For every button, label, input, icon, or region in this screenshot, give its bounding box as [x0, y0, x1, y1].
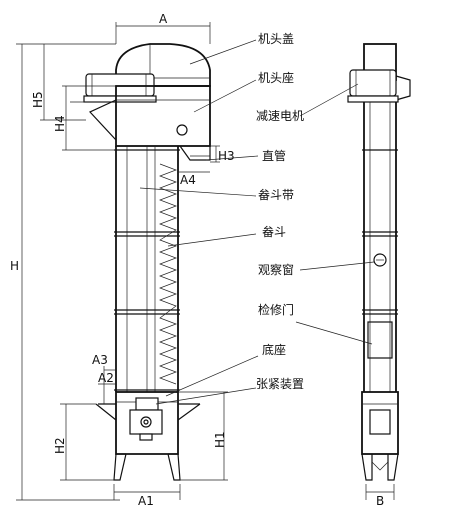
dim-A: A — [159, 12, 168, 26]
label-reducer-motor: 减速电机 — [256, 109, 304, 123]
dim-H: H — [10, 259, 19, 273]
dim-A4: A4 — [180, 173, 196, 187]
side-view: B — [347, 43, 411, 508]
dim-H2: H2 — [53, 437, 67, 454]
dim-A2: A2 — [98, 371, 114, 385]
head-cover — [115, 43, 211, 87]
labels: 机头盖 机头座 减速电机 直管 畚斗带 畚斗 观察窗 检修门 底座 张紧装置 — [139, 32, 375, 405]
dim-A3: A3 — [92, 353, 108, 367]
label-tensioner: 张紧装置 — [256, 377, 304, 391]
dim-H5: H5 — [31, 91, 45, 108]
dim-H4: H4 — [53, 115, 67, 132]
head-seat-hole — [176, 124, 188, 136]
dim-B: B — [376, 494, 384, 508]
label-maintenance-door: 检修门 — [258, 302, 294, 317]
label-bucket-belt: 畚斗带 — [258, 187, 294, 202]
dim-A1: A1 — [138, 494, 154, 508]
dim-H1: H1 — [213, 431, 227, 448]
dim-H3: H3 — [218, 149, 235, 163]
label-head-cover: 机头盖 — [258, 32, 294, 46]
observation-window-circle — [373, 253, 387, 267]
bucket-chain — [159, 163, 177, 385]
label-bucket: 畚斗 — [262, 224, 286, 239]
maintenance-door-rect — [367, 321, 393, 359]
front-view: A H H5 H4 H3 A4 A3 A2 H2 — [10, 12, 235, 508]
label-base: 底座 — [262, 342, 286, 357]
label-head-seat: 机头座 — [258, 70, 294, 85]
casing-trunk — [114, 146, 180, 392]
discharge-chute — [179, 145, 211, 161]
head-seat — [115, 85, 211, 147]
label-straight-pipe: 直管 — [262, 148, 286, 163]
label-observation-window: 观察窗 — [258, 263, 294, 277]
boot-base — [95, 391, 201, 481]
drive-motor — [70, 73, 157, 103]
